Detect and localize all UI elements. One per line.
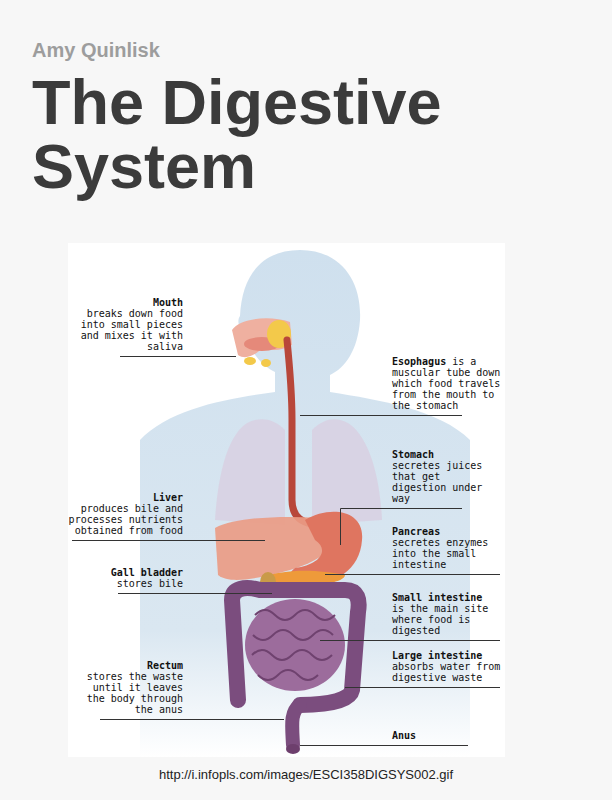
organ-description: absorbs water from digestive waste [392, 661, 506, 683]
leader-line [300, 745, 468, 746]
organ-description: produces bile and processes nutrients ob… [61, 503, 183, 536]
leader-line [300, 415, 462, 416]
callout-text: Pancreassecretes enzymes into the small … [392, 526, 500, 570]
organ-description: stores bile [83, 578, 183, 589]
organ-name: Pancreas [392, 526, 500, 537]
organ-description: secretes enzymes into the small intestin… [392, 537, 500, 570]
organ-description: breaks down food into small pieces and m… [71, 308, 183, 352]
organ-name: Rectum [75, 660, 183, 671]
page-title: The Digestive System [32, 70, 482, 198]
salivary-gland [244, 357, 256, 365]
callout-text: Anus [392, 730, 496, 741]
callout-text: Mouthbreaks down food into small pieces … [71, 297, 183, 352]
leader-line [120, 356, 236, 357]
intestine-coils [252, 610, 335, 680]
callout-text: Small intestineis the main site where fo… [392, 592, 496, 636]
organ-name: Small intestine [392, 592, 496, 603]
callout-text: Rectumstores the waste until it leaves t… [75, 660, 183, 715]
small-intestine-organ [245, 599, 345, 691]
organ-description: stores the waste until it leaves the bod… [75, 671, 183, 715]
callout-text: Liverproduces bile and processes nutrien… [61, 492, 183, 536]
large-intestine-organ [232, 588, 359, 705]
callout-text: Gall bladderstores bile [83, 567, 183, 589]
callout-text: Stomachsecretes juices that get digestio… [392, 449, 496, 504]
salivary-gland [261, 359, 271, 367]
mouth-cavity [232, 318, 292, 357]
esophagus-tube [287, 340, 312, 524]
organ-name: Gall bladder [83, 567, 183, 578]
organ-name: Large intestine [392, 650, 506, 661]
organ-name: Liver [61, 492, 183, 503]
leader-line [100, 719, 284, 720]
organ-description: secretes juices that get digestion under… [392, 460, 496, 504]
organ-name: Stomach [392, 449, 496, 460]
organ-description: is the main site where food is digested [392, 603, 496, 636]
leader-line [72, 540, 265, 541]
organ-name: Esophagus [392, 356, 446, 367]
leader-line [345, 687, 500, 688]
right-lung [312, 419, 382, 525]
leader-line [118, 593, 272, 594]
source-caption: http://i.infopls.com/images/ESCI358DIGSY… [0, 767, 612, 783]
left-lung [215, 419, 285, 525]
leader-line [320, 640, 500, 641]
anus-organ [286, 744, 300, 754]
organ-name: Anus [392, 730, 496, 741]
rectum-organ [292, 705, 300, 745]
author-name: Amy Quinlisk [32, 38, 160, 62]
image-panel [68, 243, 505, 757]
callout-text: Esophagusis a muscular tube down which f… [392, 356, 506, 411]
callout-text: Large intestineabsorbs water from digest… [392, 650, 506, 683]
organ-name: Mouth [71, 297, 183, 308]
leader-line [325, 574, 500, 575]
